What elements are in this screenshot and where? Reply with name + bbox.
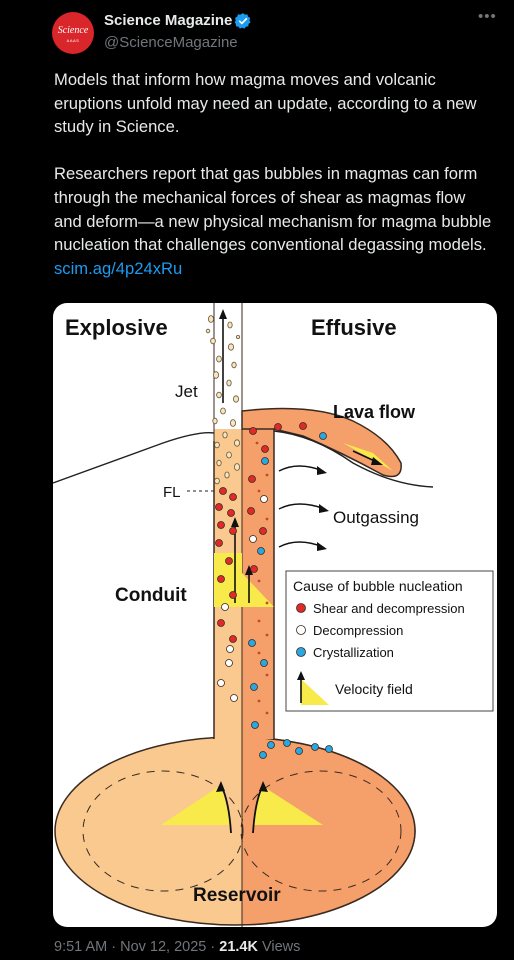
reservoir-right-shape xyxy=(242,736,416,926)
more-horizontal-icon[interactable]: ••• xyxy=(478,8,497,25)
conduit-arrowhead-left xyxy=(231,517,239,527)
bubbles-red xyxy=(215,422,307,643)
tweet-header: Science AAAS Science Magazine @ScienceMa… xyxy=(0,0,514,64)
lava-flow-shape xyxy=(241,407,402,478)
bubbles-blue xyxy=(248,432,333,759)
magma-diagram: Explosive Effusive Jet FL Lava flow Outg… xyxy=(53,303,494,927)
account-name[interactable]: Science Magazine xyxy=(104,12,233,29)
label-outgassing: Outgassing xyxy=(333,508,419,527)
legend-swatch-velocity xyxy=(301,679,329,705)
reservoir-circulation-right xyxy=(240,770,402,892)
footer-separator-1: · xyxy=(111,939,121,955)
label-reservoir: Reservoir xyxy=(193,885,281,906)
legend-label-crystallization: Crystallization xyxy=(313,645,394,660)
legend-label-decompression: Decompression xyxy=(313,623,403,638)
legend: Cause of bubble nucleation Shear and dec… xyxy=(285,570,494,712)
jet-fragments xyxy=(205,315,240,485)
legend-title: Cause of bubble nucleation xyxy=(293,578,463,594)
tweet-paragraph-2: Researchers report that gas bubbles in m… xyxy=(54,162,494,280)
views-label: Views xyxy=(261,939,301,955)
legend-swatch-decompression xyxy=(296,625,306,635)
jet-arrowhead xyxy=(219,309,227,319)
tweet-text: Models that inform how magma moves and v… xyxy=(54,68,494,280)
legend-label-shear: Shear and decompression xyxy=(313,601,465,616)
avatar-logo-text: Science xyxy=(57,25,89,36)
label-lava-flow: Lava flow xyxy=(333,402,416,422)
label-explosive: Explosive xyxy=(65,315,168,340)
label-jet: Jet xyxy=(175,382,198,401)
reservoir-velocity-right xyxy=(253,785,323,825)
legend-box xyxy=(285,570,494,712)
label-fl: FL xyxy=(163,484,181,501)
views-count: 21.4K xyxy=(219,939,258,955)
outgassing-arrows xyxy=(278,465,326,548)
tweet-date[interactable]: Nov 12, 2025 xyxy=(120,939,207,955)
reservoir-arrowhead-right xyxy=(259,781,268,792)
reservoir-circulation-left xyxy=(82,770,244,892)
legend-label-velocity: Velocity field xyxy=(335,681,413,697)
ground-line-right xyxy=(273,430,434,488)
ground-line-left xyxy=(53,432,215,484)
reservoir-arrowhead-left xyxy=(216,781,225,792)
reservoir-velocity-left xyxy=(161,785,231,825)
verified-badge-icon[interactable] xyxy=(234,12,252,30)
avatar-logo-subtext: AAAS xyxy=(66,38,80,43)
account-handle[interactable]: @ScienceMagazine xyxy=(104,34,238,51)
tweet-paragraph-2-text: Researchers report that gas bubbles in m… xyxy=(54,164,492,255)
avatar[interactable]: Science AAAS xyxy=(52,12,94,54)
outgassing-arrowheads xyxy=(317,466,329,551)
conduit-velocity-right xyxy=(242,573,274,607)
tweet-image[interactable]: Explosive Effusive Jet FL Lava flow Outg… xyxy=(53,303,497,927)
tweet-time[interactable]: 9:51 AM xyxy=(54,939,108,955)
bubbles-white xyxy=(217,495,268,702)
legend-swatch-shear xyxy=(296,603,306,613)
conduit-arrowhead-right xyxy=(245,565,253,575)
legend-velocity-arrowhead xyxy=(297,671,305,680)
tweet-footer: 9:51 AM · Nov 12, 2025 · 21.4K Views xyxy=(54,939,300,955)
bubbles-small-dots xyxy=(255,441,269,715)
label-effusive: Effusive xyxy=(311,315,397,340)
footer-separator-2: · xyxy=(210,939,220,955)
lava-flow-arrowhead xyxy=(371,457,383,465)
label-conduit: Conduit xyxy=(115,585,187,606)
tweet-paragraph-1: Models that inform how magma moves and v… xyxy=(54,70,477,137)
tweet-link[interactable]: scim.ag/4p24xRu xyxy=(54,258,183,278)
legend-swatch-crystallization xyxy=(296,647,306,657)
